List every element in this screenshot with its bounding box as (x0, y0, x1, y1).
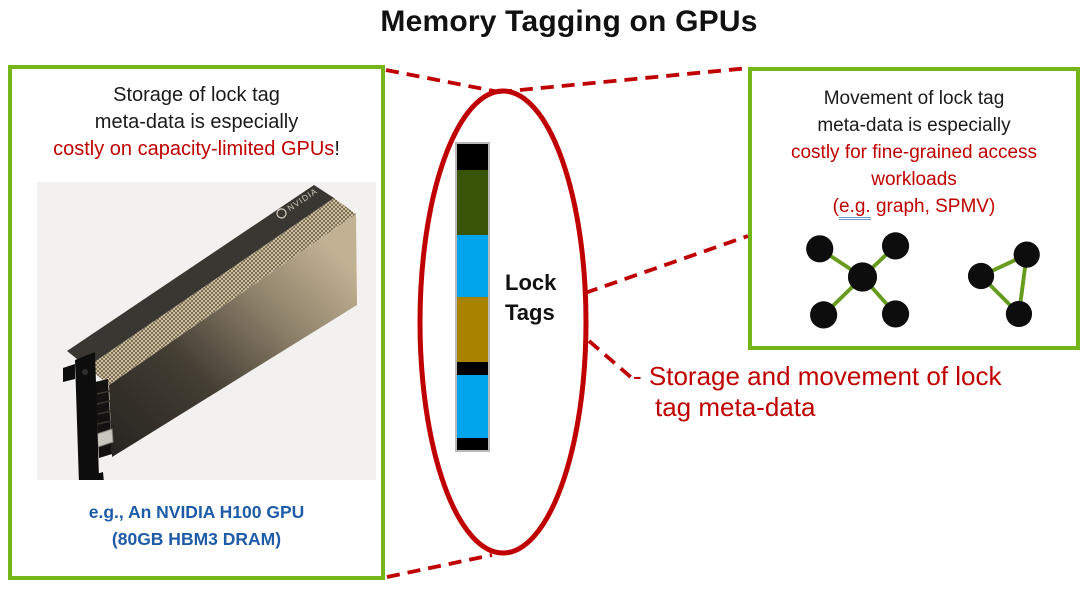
gpu-body-face (109, 214, 357, 457)
eg-abbrev: e.g. (839, 196, 871, 220)
gpu-bracket-tab (63, 364, 75, 382)
triangle-graph-edges (979, 252, 1029, 316)
triangle-graph-nodes (967, 241, 1040, 328)
graph-node (881, 300, 910, 328)
dash-leftbox-to-ellipse-bottom (386, 553, 493, 579)
gpu-caption-line1: e.g., An NVIDIA H100 GPU (88, 502, 305, 522)
right-heading-line2: meta-data is especially (817, 115, 1011, 136)
gpu-bracket (75, 352, 99, 480)
dash-ellipse-to-annotation (587, 339, 635, 381)
gpu-screw-hole (82, 369, 88, 375)
lock-tags-label-line1: Lock (505, 270, 557, 295)
left-heading-suffix: ! (334, 138, 340, 160)
tag-gold (457, 297, 488, 362)
tag-black-3 (457, 438, 488, 450)
right-heading-example: (e.g. graph, SPMV) (833, 196, 995, 220)
annotation-line1: - Storage and movement of lock (633, 361, 1002, 391)
nvidia-eye-icon (276, 208, 287, 219)
tag-cyan-1 (457, 235, 488, 297)
gpu-top-strip (67, 185, 334, 367)
star-graph-nodes (806, 232, 910, 329)
right-heading-line1: Movement of lock tag (823, 88, 1005, 109)
left-heading-highlight: costly on capacity-limited GPUs (53, 138, 335, 160)
gpu-photo: NVIDIA (37, 182, 376, 480)
graph-node (806, 235, 834, 263)
left-panel-heading: Storage of lock tag meta-data is especia… (12, 69, 381, 163)
left-heading-line1: Storage of lock tag (113, 84, 280, 106)
dash-ellipse-to-rightbox-edge (584, 234, 749, 295)
left-panel-storage: Storage of lock tag meta-data is especia… (8, 65, 385, 580)
slide-title: Memory Tagging on GPUs (380, 5, 758, 38)
right-heading-highlight1: costly for fine-grained access (790, 142, 1038, 163)
magnifier-ellipse (417, 88, 589, 556)
tag-black-1 (457, 144, 488, 170)
annotation-line2: tag meta-data (655, 392, 816, 422)
graph-node (847, 262, 878, 292)
lock-tag-bar (455, 142, 490, 452)
annotation-text: - Storage and movement of lock tag meta-… (633, 361, 1002, 423)
star-graph-edges (818, 244, 897, 317)
tag-green (457, 170, 488, 235)
gpu-card-image: NVIDIA (37, 182, 376, 480)
right-panel-movement: Movement of lock tag meta-data is especi… (748, 67, 1080, 350)
right-panel-heading: Movement of lock tag meta-data is especi… (752, 71, 1076, 220)
lock-tags-label: Lock Tags (505, 268, 556, 328)
dash-leftbox-to-ellipse-top (385, 68, 500, 94)
gpu-heatsink-fins (87, 198, 356, 385)
graph-node (881, 232, 910, 260)
graph-node (1005, 300, 1033, 328)
graph-node (1013, 241, 1040, 268)
tag-black-2 (457, 362, 488, 375)
lock-tags-label-line2: Tags (505, 300, 555, 325)
gpu-bracket-foot (83, 472, 104, 480)
right-heading-highlight2: workloads (871, 169, 957, 190)
gpu-caption: e.g., An NVIDIA H100 GPU (80GB HBM3 DRAM… (12, 499, 381, 553)
graph-node (810, 301, 838, 329)
tag-cyan-2 (457, 375, 488, 438)
left-heading-line2: meta-data is especially (94, 111, 299, 133)
dashed-connectors (385, 66, 750, 579)
gpu-caption-line2: (80GB HBM3 DRAM) (111, 529, 282, 549)
graph-node (967, 262, 995, 290)
dash-ellipse-top-to-rightbox (498, 66, 750, 94)
